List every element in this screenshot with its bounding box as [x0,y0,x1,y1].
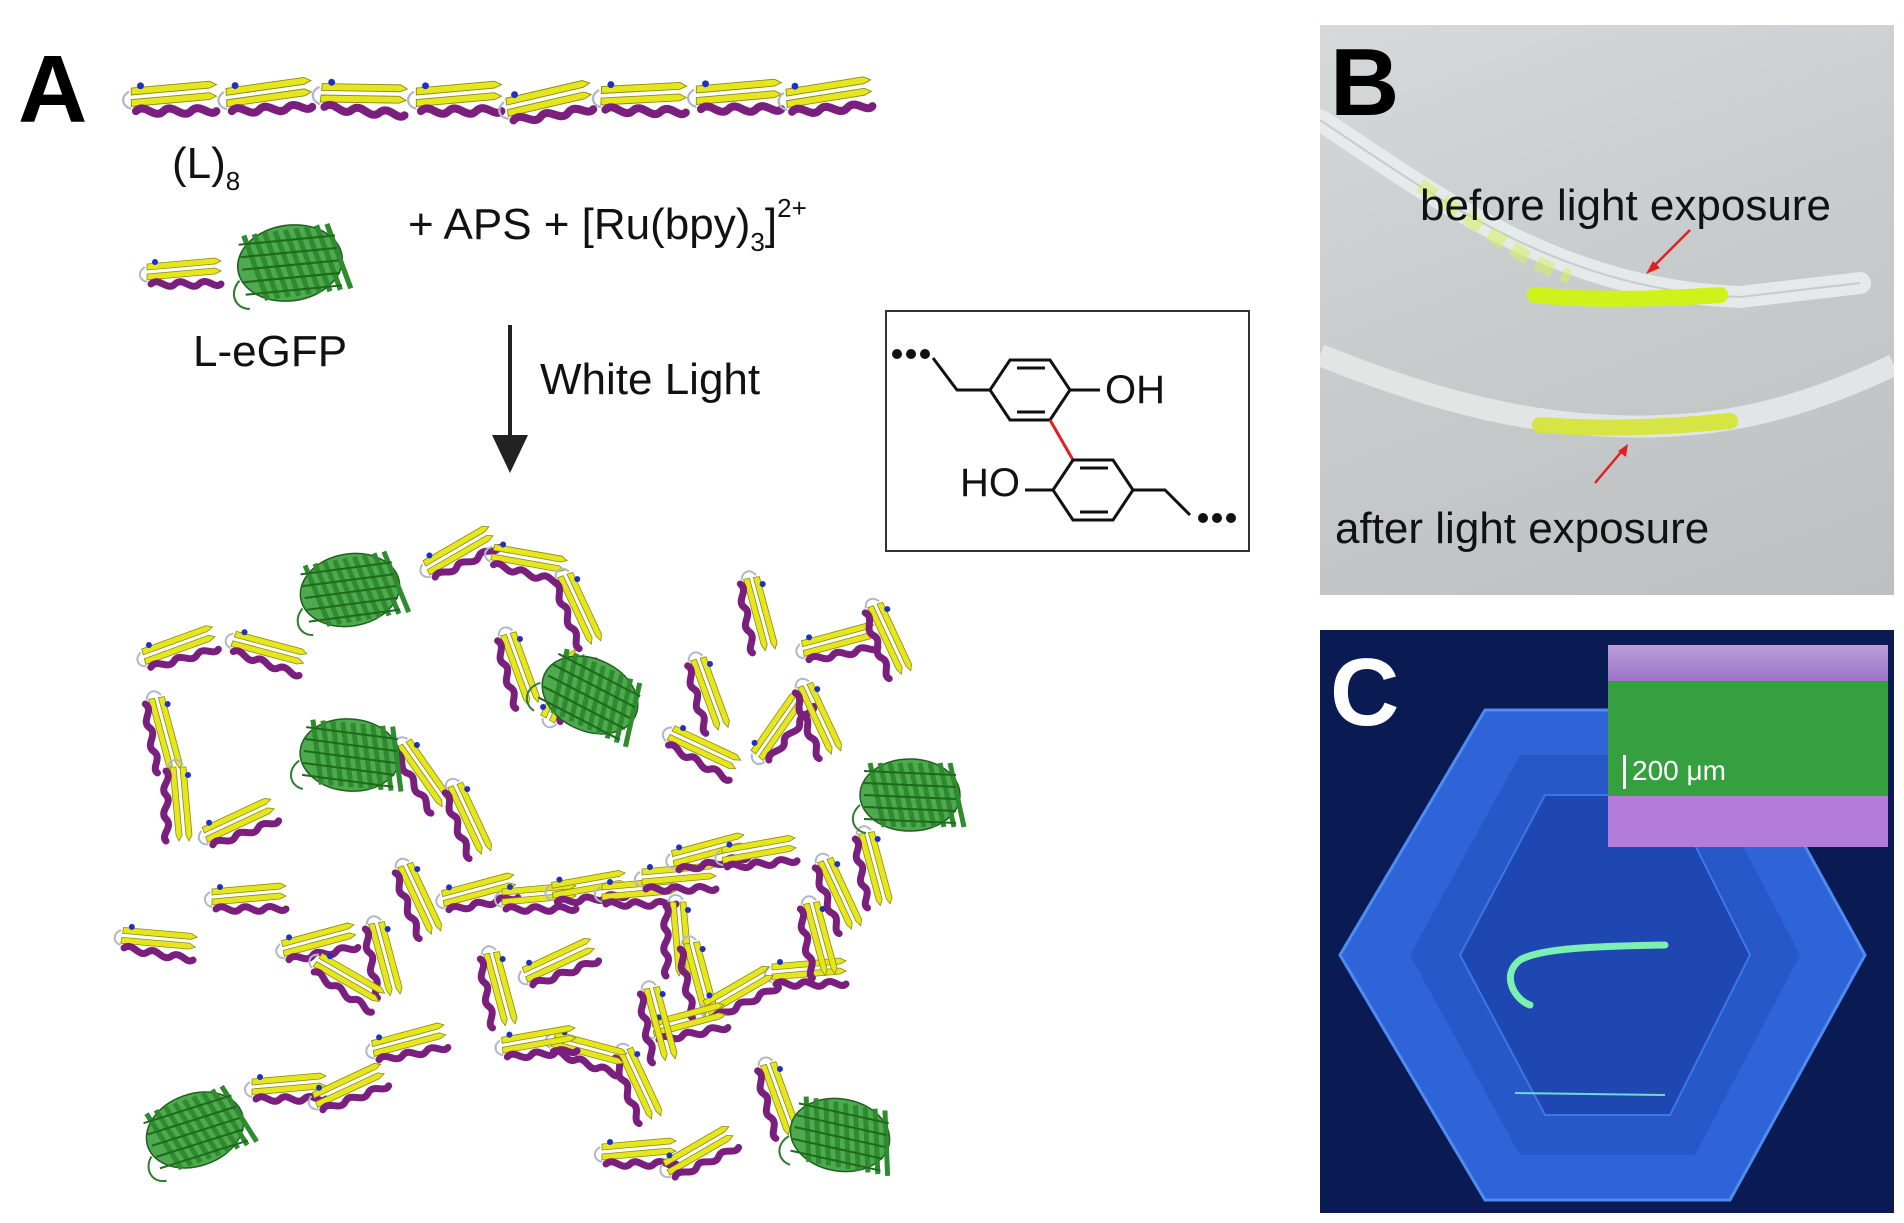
panel-b-label: B [1330,29,1400,136]
protein-l-domain [484,541,568,587]
protein-l-domain [407,80,506,118]
protein-l-domain [197,798,283,849]
protein-l-domain [660,894,693,980]
structure-oh-label: OH [1105,368,1165,412]
protein-l-domain [684,651,730,737]
protein-l-domain [441,777,492,863]
micrograph-inset [1608,645,1888,847]
protein-l-domain [796,895,838,982]
arrow-label: White Light [540,355,761,404]
egfp-barrel [232,222,354,310]
protein-hydrogel-network [113,520,967,1210]
egfp-barrel [778,1096,891,1176]
protein-l-domain [517,938,603,989]
egfp-barrel [851,758,967,834]
protein-l-domain [217,76,317,117]
protein-l-domain [204,882,290,915]
protein-l-domain [494,626,540,712]
protein-l-domain [659,1126,743,1181]
protein-l-domain [160,759,193,845]
label-before-exposure: before light exposure [1420,181,1831,230]
chain-label: (L)8 [172,139,241,196]
protein-l-domain [498,80,598,125]
protein-l-domain [224,629,308,680]
egfp-barrel [296,550,412,637]
protein-l-domain [476,945,518,1032]
reagents-label: + APS + [Ru(bpy)3]2+ [408,193,807,257]
protein-l-domain [308,952,386,1016]
fusion-label: L-eGFP [193,327,348,376]
protein-l-domain [113,923,198,965]
photo-uv-dish [1320,630,1894,1213]
crosslink-structure-box [885,310,1250,552]
l-egfp-protein [139,215,380,320]
egfp-barrel [525,648,643,748]
protein-l-domain [661,725,742,784]
protein-l-domain [311,78,409,121]
protein-l-domain [611,1042,662,1128]
structure-ho-label: HO [960,461,1020,505]
protein-l-domain [307,1063,393,1114]
scale-bar [1623,755,1626,789]
protein-l-domain [861,597,912,683]
protein-l-domain [754,1056,800,1142]
protein-l-domain [365,1022,452,1064]
protein-l-domain [122,80,221,118]
protein-l-domain [636,980,678,1067]
protein-l-domain [687,78,786,116]
protein-l-domain [141,690,183,777]
protein-l-domain [551,567,602,653]
panel-c-label: C [1330,639,1400,746]
protein-l-domain [777,76,877,117]
protein-chain-l8 [122,55,920,135]
photo-tubes [1320,25,1894,595]
protein-l-domain [795,622,882,664]
protein-l-domain [136,625,222,671]
protein-l-domain [494,1025,581,1062]
protein-l-domain [851,825,893,912]
protein-l-domain [791,677,842,763]
protein-l-domain [392,736,452,817]
panel-a-label: A [18,36,88,143]
label-after-exposure: after light exposure [1335,504,1710,553]
egfp-barrel [143,1084,259,1183]
protein-l-domain [811,852,862,938]
protein-l-domain [591,81,690,119]
protein-l-domain [275,922,362,964]
protein-l-domain [714,835,801,872]
reaction-arrow [492,325,528,473]
protein-l-domain [391,857,442,943]
dityrosine-structure [892,349,1236,523]
scale-bar-label: 200 μm [1632,755,1726,786]
protein-l-domain [139,257,225,290]
protein-l-domain [736,570,778,657]
protein-l-domain [419,526,503,581]
egfp-barrel [290,718,404,792]
